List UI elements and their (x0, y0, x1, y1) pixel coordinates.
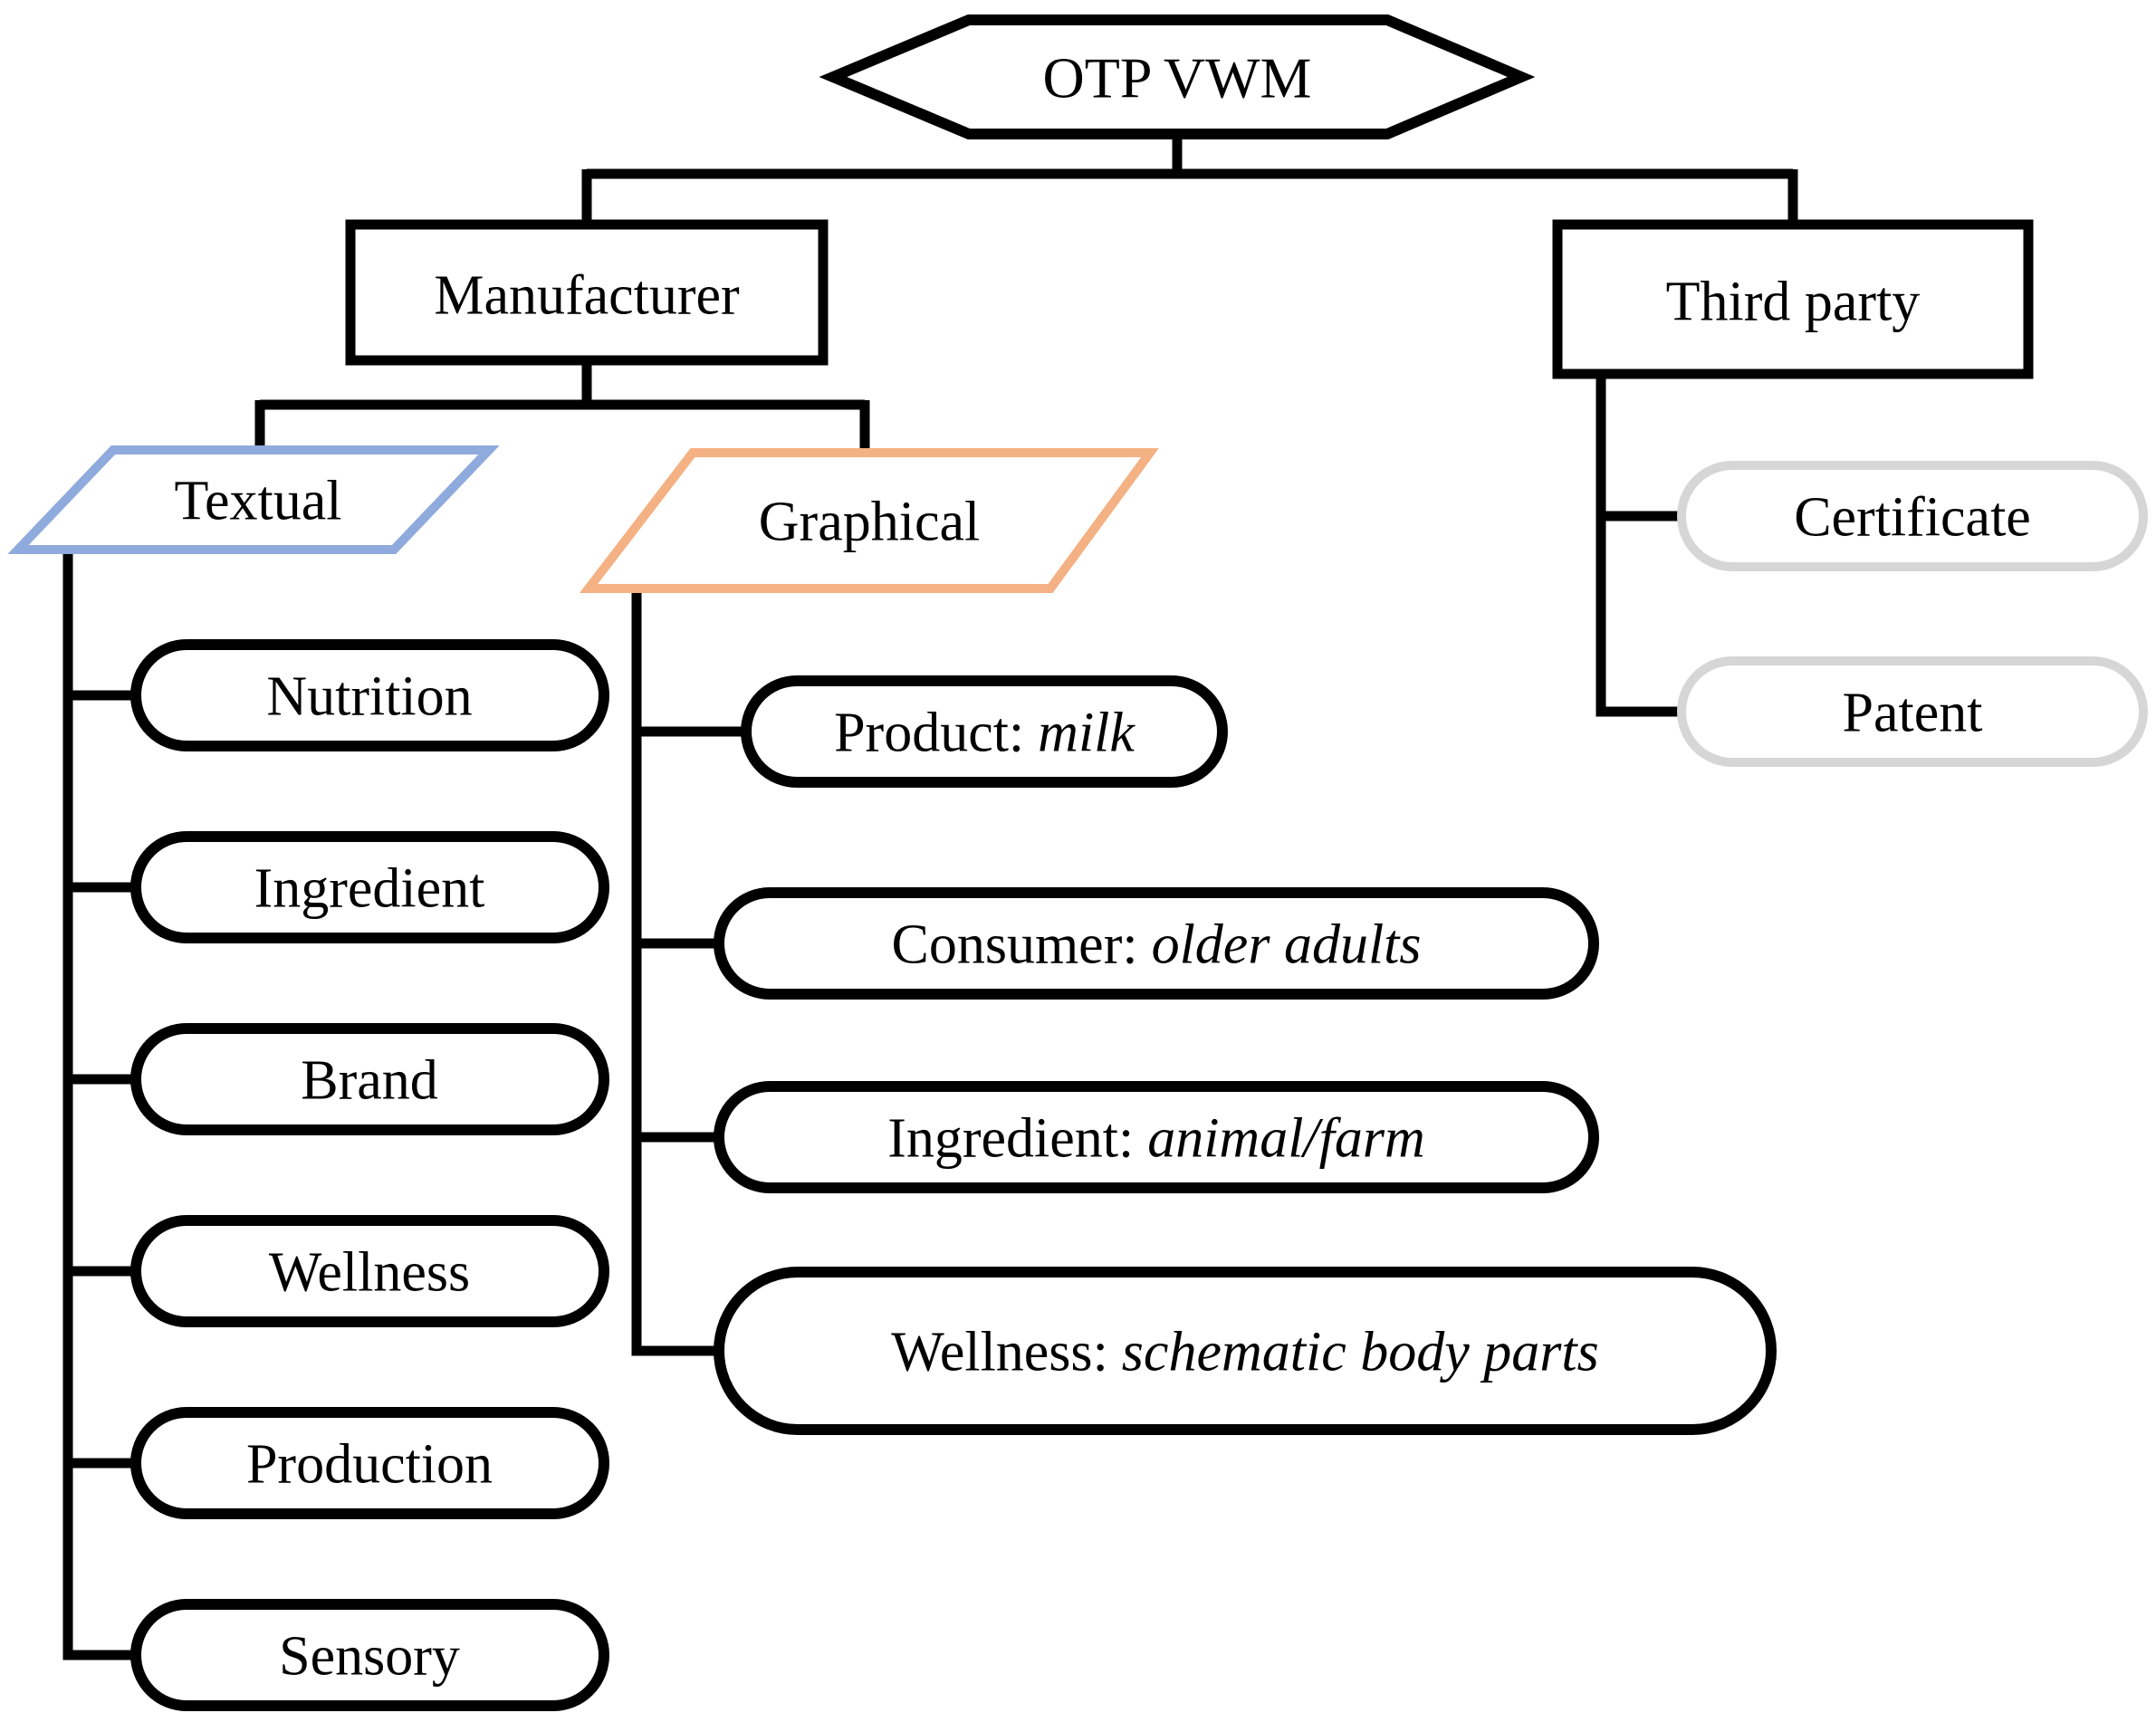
product-node: Product:milk (741, 675, 1228, 788)
consumer-label-key: Consumer: (891, 914, 1137, 976)
sensory-node: Sensory (130, 1599, 609, 1711)
sensory-label: Sensory (279, 1626, 460, 1688)
connector-third-party-trunk (1595, 371, 1686, 717)
connector-textual-trunk (62, 547, 143, 1660)
ingredient-label: Ingredient (254, 858, 485, 920)
production-pill (130, 1407, 609, 1519)
third-party-label: Third party (1666, 272, 1921, 333)
brand-pill (130, 1023, 609, 1135)
nutrition-node: Nutrition (130, 639, 609, 751)
ingredient-node: Ingredient (130, 831, 609, 943)
third-party-node: Third party (1552, 219, 2034, 379)
patent-node: Patent (1677, 656, 2148, 767)
connector-graphical-trunk (631, 585, 723, 1356)
ingredient-graphical-node: Ingredient:animal/farm (714, 1081, 1599, 1193)
graphical-node: Graphical (579, 448, 1159, 593)
wellness-graphical-pill (714, 1267, 1777, 1435)
manufacturer-label: Manufacturer (434, 265, 740, 327)
textual-children: Nutrition Ingredient Brand Wellness Prod… (130, 639, 609, 1711)
patent-label: Patent (1843, 683, 1983, 744)
wellness-label: Wellness (269, 1242, 470, 1304)
certificate-pill (1677, 461, 2148, 571)
wellness-graphical-label-key: Wellness: (891, 1322, 1108, 1383)
ingredient-graphical-label-key: Ingredient: (887, 1108, 1134, 1170)
consumer-pill (714, 887, 1599, 1000)
manufacturer-box (345, 219, 829, 366)
textual-parallelogram (7, 445, 500, 554)
nutrition-pill (130, 639, 609, 751)
hexagon-shape (819, 14, 1536, 139)
nutrition-label: Nutrition (266, 666, 472, 728)
product-label-value: milk (1038, 703, 1135, 764)
textual-node: Textual (7, 445, 500, 554)
production-node: Production (130, 1407, 609, 1519)
wellness-pill (130, 1215, 609, 1327)
root-label: OTP VWM (1043, 45, 1312, 110)
consumer-label-value: older adults (1152, 914, 1422, 976)
wellness-graphical-label: Wellness:schematic body parts (891, 1322, 1598, 1383)
connectors (62, 132, 1798, 1660)
certificate-label: Certificate (1794, 487, 2031, 549)
sensory-pill (130, 1599, 609, 1711)
consumer-node: Consumer:older adults (714, 887, 1599, 1000)
wellness-graphical-node: Wellness:schematic body parts (714, 1267, 1777, 1435)
third-party-children: Certificate Patent (1677, 461, 2148, 767)
product-label-key: Product: (834, 703, 1024, 764)
brand-node: Brand (130, 1023, 609, 1135)
graphical-parallelogram (579, 448, 1159, 593)
consumer-label: Consumer:older adults (891, 914, 1421, 976)
graphical-label: Graphical (759, 492, 980, 553)
ingredient-graphical-label: Ingredient:animal/farm (887, 1108, 1425, 1170)
wellness-node: Wellness (130, 1215, 609, 1327)
manufacturer-node: Manufacturer (345, 219, 829, 366)
ingredient-graphical-label-value: animal/farm (1147, 1108, 1425, 1170)
brand-label: Brand (301, 1050, 438, 1112)
patent-pill (1677, 656, 2148, 767)
ingredient-graphical-pill (714, 1081, 1599, 1193)
product-pill (741, 675, 1228, 788)
third-party-box (1552, 219, 2034, 379)
ingredient-pill (130, 831, 609, 943)
graphical-children: Product:milk Consumer:older adults Ingre… (714, 675, 1777, 1435)
wellness-graphical-label-value: schematic body parts (1122, 1322, 1599, 1383)
root-node: OTP VWM (819, 14, 1536, 139)
product-label: Product:milk (834, 703, 1135, 764)
production-label: Production (246, 1434, 493, 1496)
certificate-node: Certificate (1677, 461, 2148, 571)
textual-label: Textual (174, 471, 341, 532)
